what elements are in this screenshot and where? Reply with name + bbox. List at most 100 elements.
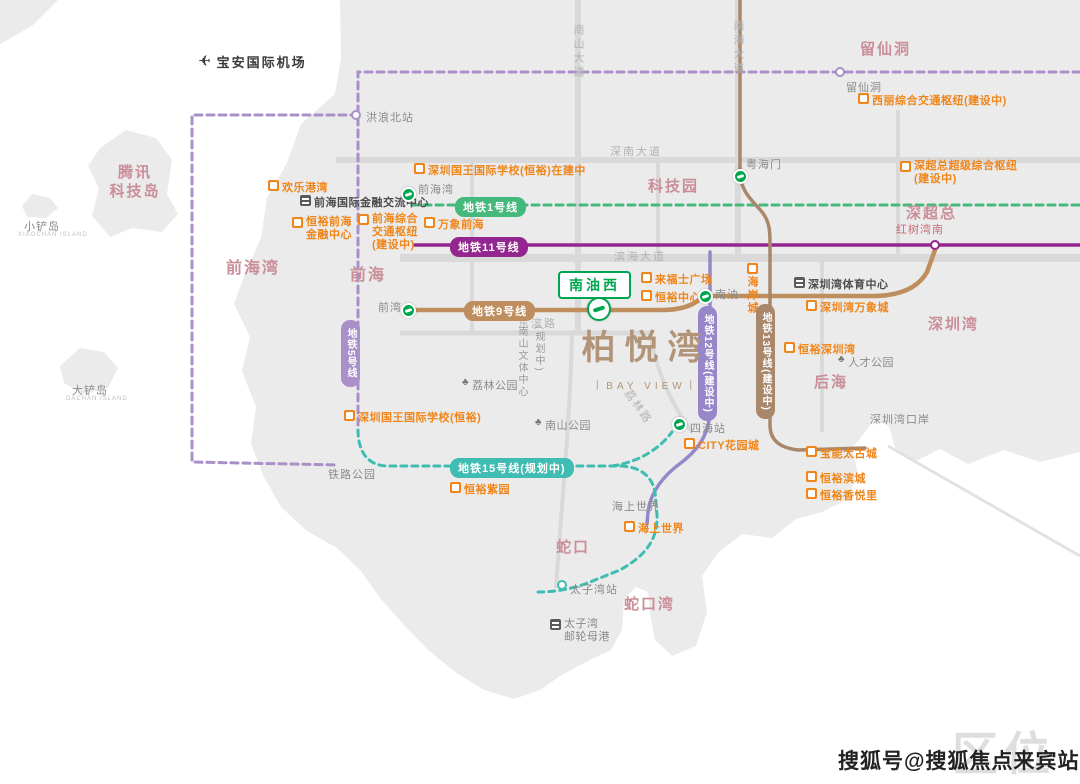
station-dot-taiziwan — [557, 580, 567, 590]
poi-shenzhenwan-wanxiangcheng: 深圳湾万象城 — [806, 299, 889, 315]
school-icon — [414, 163, 425, 174]
poi-city-garden: CITY花园城 — [684, 437, 760, 453]
metro-logo-icon-qianhaiwan — [401, 187, 416, 202]
project-subtitle: 丨BAY VIEW丨 — [592, 381, 700, 392]
district-label-tencent-island: 腾讯 科技岛 — [109, 164, 161, 200]
poi-hengyu-bincheng: 恒裕滨城 — [806, 470, 866, 486]
building-icon — [784, 342, 795, 353]
metro-logo-icon-yuehaimen — [733, 169, 748, 184]
station-label-haishangshijie: 海上世界 — [612, 501, 660, 513]
district-label-shekouwan: 蛇口湾 — [624, 596, 676, 613]
poi-kings-school: 深圳国王国际学校(恒裕) — [344, 409, 481, 425]
district-label-qianhai: 前海 — [350, 267, 387, 284]
poi-sports-center: 深圳湾体育中心 — [794, 276, 889, 292]
mall-icon — [268, 180, 279, 191]
station-label-honglangbei: 洪浪北站 — [366, 112, 414, 124]
poi-talent-park: ♣人才公园 — [838, 354, 895, 369]
metro-line-12-path — [645, 250, 712, 526]
metro-line-5-loop-path — [190, 113, 360, 467]
mainland-shape — [234, 0, 1080, 699]
district-label-houhai: 后海 — [814, 374, 849, 391]
poi-wanxiang-qianhai: 万象前海 — [424, 216, 484, 232]
station-label-hongshuwannan: 红树湾南 — [896, 224, 944, 236]
map-caption: 区位图 — [952, 728, 1056, 780]
building-icon — [641, 290, 652, 301]
transport-hub-icon — [358, 214, 369, 225]
project-name: 柏悦湾 — [581, 330, 711, 367]
station-label-taiziwan: 太子湾站 — [570, 584, 618, 596]
district-label-qianhaiwan: 前海湾 — [226, 260, 281, 277]
airport-name: 宝安国际机场 — [216, 55, 307, 70]
poi-cruise-port: 太子湾邮轮母港 — [550, 618, 610, 644]
poi-schq-hub: 深超总超级综合枢纽(建设中) — [900, 160, 1018, 186]
tree-icon: ♣ — [838, 354, 846, 365]
poi-hengyu-shenzhenwan: 恒裕深圳湾 — [784, 341, 856, 357]
airport-label: ✈ 宝安国际机场 — [196, 52, 307, 71]
poi-kings-school-under-construction: 深圳国王国际学校(恒裕)在建中 — [414, 162, 586, 178]
mall-icon — [641, 272, 652, 283]
poi-nanshan-park: ♣南山公园 — [535, 417, 592, 432]
mall-icon — [424, 217, 435, 228]
station-label-sihai: 四海站 — [690, 423, 726, 435]
district-label-kejiyuan: 科技园 — [648, 178, 700, 195]
tree-icon: ♣ — [535, 417, 543, 428]
island-label-dachan-en: DACHAN ISLAND — [66, 396, 128, 402]
station-label-tielu-park: 铁路公园 — [328, 469, 376, 481]
mall-icon — [624, 521, 635, 532]
district-label-shenchaozong: 深超总 — [906, 205, 958, 222]
school-icon — [344, 410, 355, 421]
dachan-island-shape — [60, 348, 118, 394]
station-label-shenzhenwan-port: 深圳湾口岸 — [870, 414, 930, 426]
station-label-qianwan: 前湾 — [378, 302, 402, 314]
poi-hengyu-center: 恒裕中心 — [641, 289, 701, 305]
xiaochan-island-shape — [22, 194, 58, 218]
poi-haiancheng: 海岸城 — [744, 262, 760, 315]
northwest-land-corner — [0, 0, 58, 44]
poi-hengyu-ziyuan: 恒裕紫园 — [450, 481, 510, 497]
road-label-shennan: 深南大道 — [610, 146, 662, 158]
stadium-icon — [794, 277, 805, 288]
building-icon — [292, 217, 303, 228]
transport-hub-icon — [858, 93, 869, 104]
poi-qianhai-intl-finance: 前海国际金融交流中心 — [300, 194, 429, 210]
building-icon — [806, 471, 817, 482]
metro-line-13-path — [738, 0, 867, 452]
district-label-shenzhenwan: 深圳湾 — [928, 316, 980, 333]
island-label-dachan: 大铲岛 — [72, 385, 108, 397]
poi-huanle-gangwan: 欢乐港湾 — [268, 179, 328, 195]
road-label-nanhai: 南海大道 — [732, 20, 744, 76]
poi-xili-hub: 西丽综合交通枢纽(建设中) — [858, 92, 1007, 108]
metro-line-15-branch-path — [610, 430, 674, 468]
watermark: 搜狐号@搜狐焦点来宾站 — [838, 750, 1080, 773]
building-icon — [806, 488, 817, 499]
poi-hengyu-xiangyueli: 恒裕香悦里 — [806, 487, 878, 503]
metro-line-13-label: 地铁13号线(建设中) — [756, 304, 775, 419]
poi-wenti-center: 南山文体中心 (规划中) — [516, 326, 544, 398]
metro-line-12-label: 地铁12号线(建设中) — [698, 306, 717, 421]
poi-sea-world: 海上世界 — [624, 520, 684, 536]
ship-icon — [550, 619, 561, 630]
station-dot-hongshuwannan — [930, 240, 940, 250]
district-label-shekou: 蛇口 — [556, 539, 591, 556]
island-label-xiaochan: 小铲岛 — [24, 221, 60, 233]
station-dot-honglangbei — [351, 110, 361, 120]
metro-line-15-path — [356, 428, 659, 594]
metro-line-1-label: 地铁1号线 — [455, 197, 527, 217]
metro-logo-icon-nanyou — [698, 289, 713, 304]
metro-line-9-path — [405, 247, 938, 313]
building-icon — [300, 195, 311, 206]
project-logo: 柏悦湾 丨BAY VIEW丨 — [558, 320, 734, 392]
mall-icon — [746, 263, 758, 274]
road-label-nanshan: 南山大道 — [572, 24, 584, 80]
metro-line-5-label: 地铁5号线 — [341, 320, 360, 387]
mall-icon — [684, 438, 695, 449]
road-label-dongbin: 东滨路 — [518, 318, 557, 330]
metro-logo-icon-qianwan — [401, 303, 416, 318]
station-label-liuxiandong: 留仙洞 — [846, 82, 882, 94]
transport-hub-icon — [900, 161, 911, 172]
metro-logo-icon-nanyouxi — [587, 297, 611, 321]
poi-qianhai-transport-hub: 前海综合交通枢纽(建设中) — [358, 213, 418, 252]
plane-icon: ✈ — [196, 53, 211, 70]
station-label-qianhaiwan: 前海湾 — [418, 184, 454, 196]
